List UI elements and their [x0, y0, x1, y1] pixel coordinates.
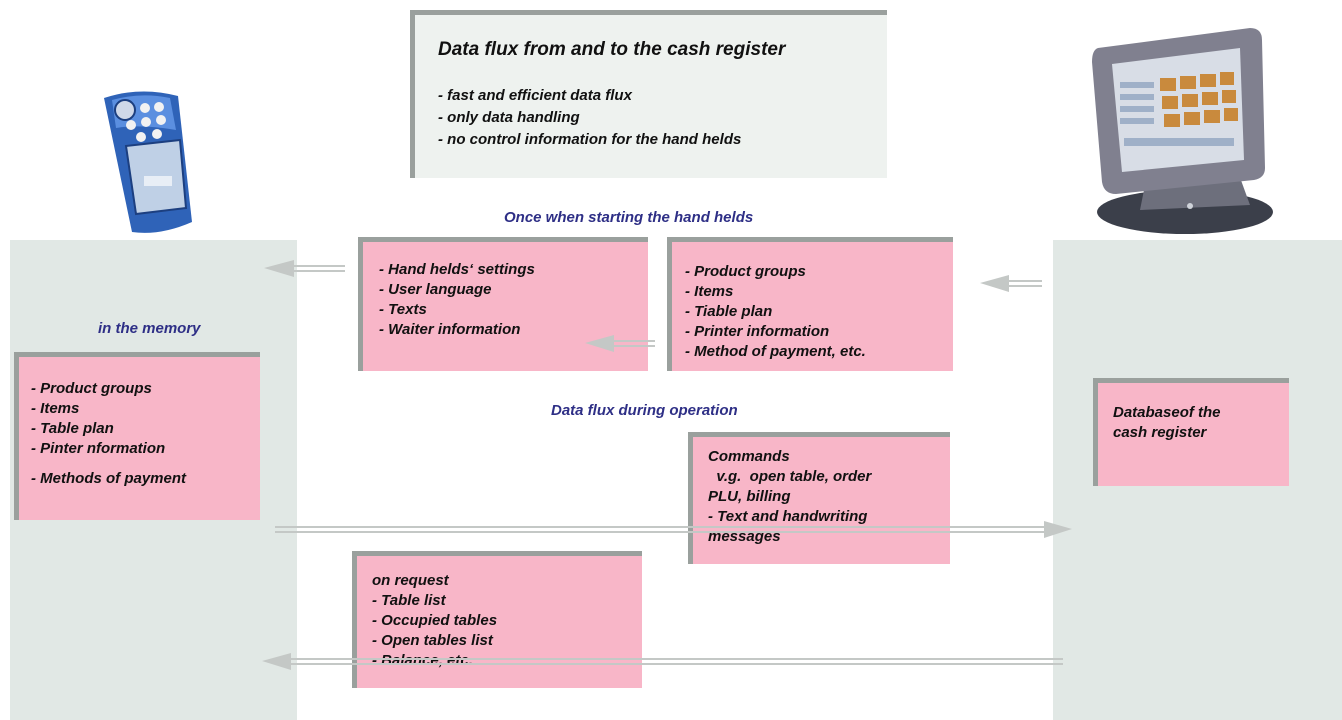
arrow-request-to-handheld [262, 653, 1063, 670]
request-box: on request - Table list - Occupied table… [352, 551, 642, 688]
overview-bullets: - fast and efficient data flux - only da… [438, 85, 741, 151]
commands-line: PLU, billing [708, 488, 791, 505]
memory-item: - Methods of payment [31, 470, 187, 487]
settings-box: - Hand helds‘ settings - User language -… [358, 237, 648, 371]
settings-item: - User language [379, 281, 492, 298]
register-data-item: - Tiable plan [685, 303, 773, 320]
startup-heading: Once when starting the hand helds [504, 209, 754, 226]
settings-item: - Waiter information [379, 321, 521, 338]
request-line: - Open tables list [372, 632, 493, 649]
memory-item: - Table plan [31, 420, 114, 437]
arrow-register-to-settings [585, 335, 655, 352]
settings-item: - Texts [379, 301, 427, 318]
memory-heading: in the memory [98, 320, 201, 337]
overview-bullet: - only data handling [438, 109, 580, 126]
database-line: Databaseof the [1113, 404, 1221, 421]
arrow-database-to-register-data [980, 275, 1042, 292]
commands-line: - Text and handwriting [708, 508, 868, 525]
register-data-item: - Items [685, 283, 734, 300]
commands-box: Commands v.g. open table, order PLU, bil… [688, 432, 950, 564]
memory-box: - Product groups - Items - Table plan - … [14, 352, 260, 520]
register-data-item: - Method of payment, etc. [685, 343, 866, 360]
memory-item: - Pinter nformation [31, 440, 166, 457]
register-data-box: - Product groups - Items - Tiable plan -… [667, 237, 953, 371]
memory-item: - Items [31, 400, 80, 417]
commands-line: v.g. open table, order [708, 468, 872, 485]
arrow-commands-to-database [275, 521, 1072, 538]
settings-item: - Hand helds‘ settings [379, 261, 535, 278]
memory-item: - Product groups [31, 380, 152, 397]
overview-bullet: - no control information for the hand he… [438, 131, 742, 148]
operation-heading: Data flux during operation [551, 402, 738, 419]
database-box: Databaseof the cash register [1093, 378, 1289, 486]
request-line: - Occupied tables [372, 612, 498, 629]
request-line: on request [372, 572, 449, 589]
database-line: cash register [1113, 424, 1207, 441]
request-line: - Table list [372, 592, 446, 609]
arrow-settings-to-handheld [264, 260, 345, 277]
register-data-item: - Product groups [685, 263, 806, 280]
register-data-item: - Printer information [685, 323, 830, 340]
overview-box: Data flux from and to the cash register … [410, 10, 887, 178]
page-title: Data flux from and to the cash register [438, 39, 786, 60]
commands-line: Commands [708, 448, 790, 465]
overview-bullet: - fast and efficient data flux [438, 87, 632, 104]
